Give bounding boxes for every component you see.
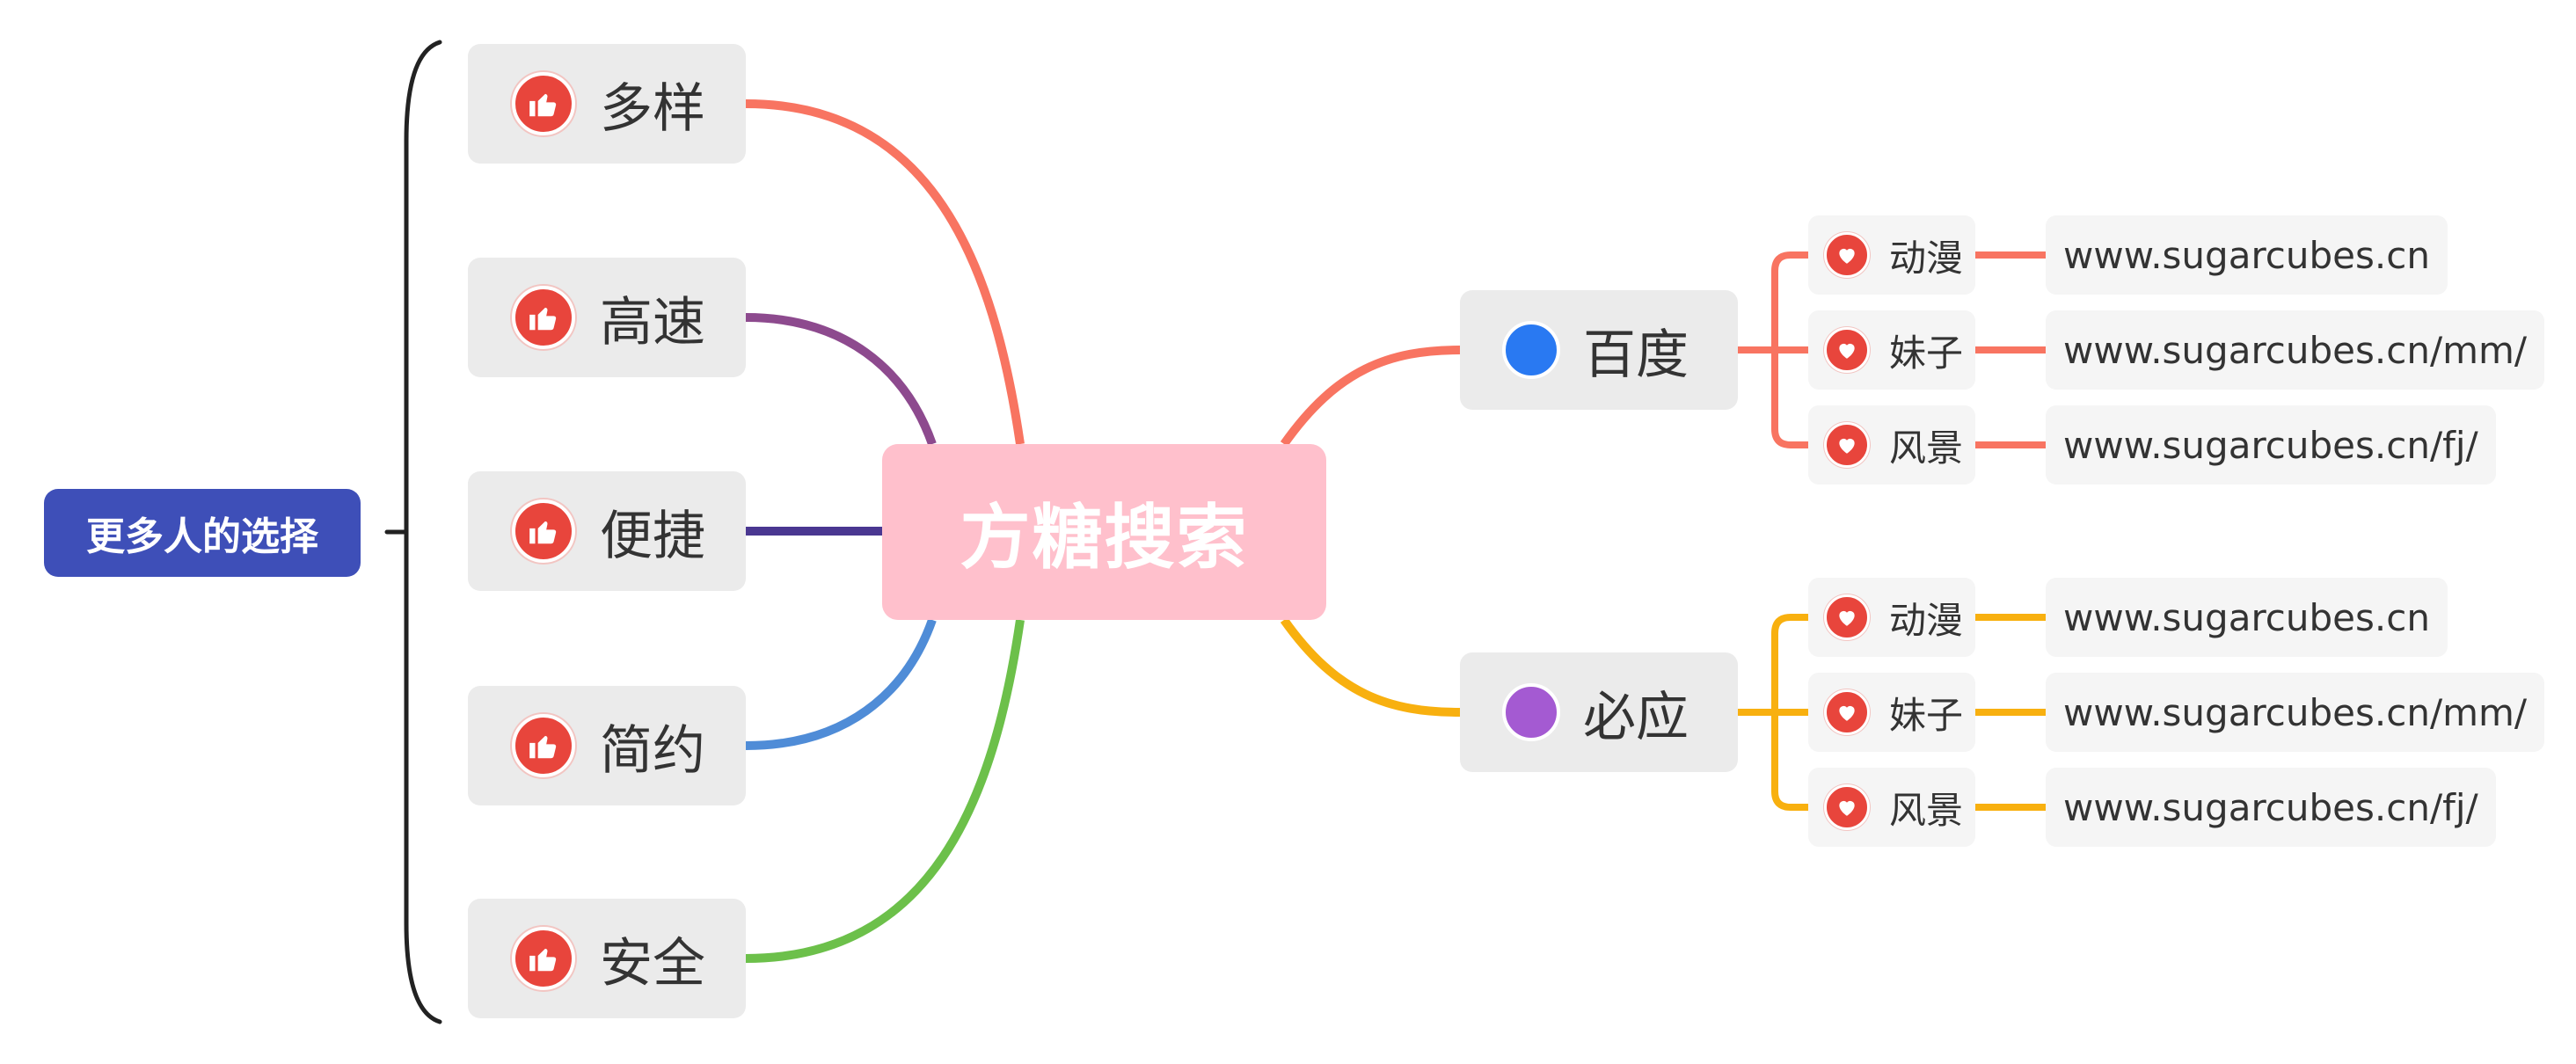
category-label: 风景 — [1889, 788, 1964, 832]
feature-topic-2[interactable]: 便捷 — [468, 471, 746, 591]
feature-topic-3[interactable]: 简约 — [468, 686, 746, 805]
category-topic[interactable]: 妹子 — [1808, 310, 1975, 390]
dot-icon — [1502, 683, 1560, 741]
category-label: 动漫 — [1889, 598, 1964, 642]
thumbs-up-icon — [512, 499, 575, 563]
thumbs-up-icon — [512, 72, 575, 135]
url-topic[interactable]: www.sugarcubes.cn — [2046, 215, 2448, 295]
dot-icon — [1502, 321, 1560, 379]
category-topic[interactable]: 动漫 — [1808, 215, 1975, 295]
feature-label: 便捷 — [600, 505, 705, 567]
category-topic[interactable]: 妹子 — [1808, 673, 1975, 752]
heart-icon — [1824, 594, 1870, 640]
category-topic[interactable]: 风景 — [1808, 405, 1975, 485]
connector-feature-3 — [745, 618, 937, 750]
url-topic[interactable]: www.sugarcubes.cn/fj/ — [2046, 405, 2496, 485]
feature-topic-1[interactable]: 高速 — [468, 258, 746, 377]
heart-icon — [1824, 232, 1870, 278]
engine-label: 百度 — [1583, 324, 1689, 386]
thumbs-up-icon — [512, 927, 575, 990]
category-label: 妹子 — [1889, 693, 1964, 737]
feature-topic-0[interactable]: 多样 — [468, 44, 746, 164]
feature-label: 多样 — [600, 77, 705, 140]
heart-icon — [1824, 422, 1870, 468]
heart-icon — [1824, 784, 1870, 830]
central-topic[interactable]: 方糖搜索 — [882, 444, 1326, 620]
connector-feature-1 — [745, 313, 937, 446]
thumbs-up-icon — [512, 714, 575, 777]
engine-topic-1[interactable]: 必应 — [1460, 652, 1738, 772]
engine-label: 必应 — [1583, 686, 1689, 748]
connector-feature-4 — [745, 619, 1025, 963]
connector-engine-0-branches — [1738, 251, 2046, 448]
thumbs-up-icon — [512, 286, 575, 349]
summary-label: 更多人的选择 — [86, 514, 318, 559]
category-label: 风景 — [1889, 426, 1964, 470]
feature-label: 简约 — [600, 719, 705, 782]
category-topic[interactable]: 动漫 — [1808, 578, 1975, 657]
feature-label: 安全 — [600, 932, 705, 995]
connector-engine-0 — [1280, 346, 1461, 447]
summary-brace — [384, 40, 442, 1024]
connector-engine-1 — [1280, 617, 1461, 717]
summary-topic[interactable]: 更多人的选择 — [44, 489, 361, 577]
category-topic[interactable]: 风景 — [1808, 768, 1975, 847]
connector-feature-0 — [745, 99, 1025, 445]
url-topic[interactable]: www.sugarcubes.cn/mm/ — [2046, 310, 2545, 390]
url-topic[interactable]: www.sugarcubes.cn/fj/ — [2046, 768, 2496, 847]
connector-engine-1-branches — [1738, 614, 2046, 811]
heart-icon — [1824, 689, 1870, 735]
heart-icon — [1824, 327, 1870, 373]
url-topic[interactable]: www.sugarcubes.cn — [2046, 578, 2448, 657]
feature-label: 高速 — [600, 291, 705, 353]
category-label: 动漫 — [1889, 236, 1964, 280]
category-label: 妹子 — [1889, 331, 1964, 375]
engine-topic-0[interactable]: 百度 — [1460, 290, 1738, 410]
url-topic[interactable]: www.sugarcubes.cn/mm/ — [2046, 673, 2545, 752]
central-topic-label: 方糖搜索 — [960, 497, 1249, 579]
feature-topic-4[interactable]: 安全 — [468, 899, 746, 1018]
